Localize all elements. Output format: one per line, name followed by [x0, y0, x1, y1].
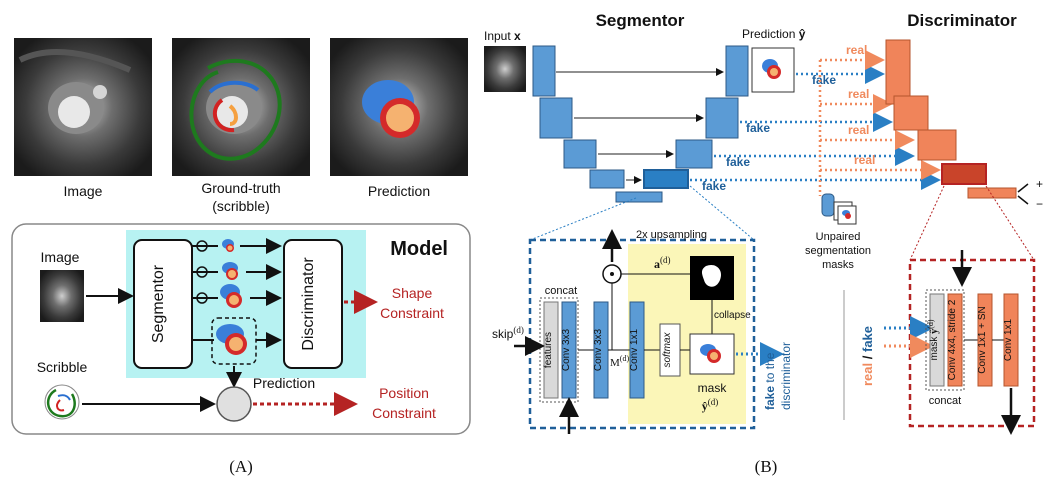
disc-conv-sn-label: Conv 1x1 + SN — [977, 306, 988, 374]
zoom-line-left — [529, 197, 637, 241]
unet-encoder — [532, 45, 663, 203]
fake-to-label: fake to the — [763, 352, 777, 410]
unpaired-label-1: Unpaired — [816, 231, 861, 243]
conv3-b-label: Conv 3x3 — [593, 328, 604, 371]
prediction-image — [330, 38, 468, 176]
minus-label: − — [1036, 197, 1043, 211]
softmax-label: softmax — [662, 331, 673, 367]
ground-truth-scribble-image — [172, 38, 310, 176]
disc-conv4-block — [947, 293, 963, 387]
discriminator-block — [283, 239, 343, 369]
image-caption: Image — [64, 183, 103, 199]
ground-truth-caption: Ground-truth — [201, 180, 280, 196]
fake-label-4: fake — [702, 179, 726, 193]
mask-label: mask — [698, 381, 728, 395]
segmentor-block — [133, 239, 193, 369]
m-label: M(d) — [610, 354, 629, 369]
real-label-2: real — [848, 87, 869, 101]
conv1-label: Conv 1x1 — [629, 328, 640, 371]
discriminator-label: Discriminator — [300, 257, 317, 351]
disc-conv1-block — [1003, 293, 1019, 387]
collapse-label: collapse — [714, 310, 751, 321]
disc-mask-label: mask ŷ(d) — [926, 319, 940, 360]
unpaired-label-2: segmentation — [805, 245, 871, 257]
shape-constraint-label-2: Constraint — [380, 305, 444, 321]
input-mri-thumbnail — [484, 46, 526, 92]
attention-label: a(d) — [654, 255, 671, 271]
segmentor-label: Segmentor — [150, 264, 167, 343]
shape-constraint-label-1: Shape — [392, 285, 433, 301]
discriminator-word: discriminator — [779, 342, 793, 410]
model-mri-thumbnail — [40, 270, 84, 322]
real-fake-label: real / fake — [860, 326, 875, 386]
discriminator-title: Discriminator — [907, 11, 1017, 30]
disc-zoom-line-right — [985, 185, 1035, 261]
disc-concat-label: concat — [929, 395, 961, 407]
real-label-4: real — [854, 153, 875, 167]
discriminator-blocks — [885, 39, 1017, 199]
multiscale-outputs — [192, 238, 282, 365]
skip-label: skip(d) — [492, 325, 524, 341]
plus-label: + — [1036, 177, 1043, 191]
scribble-icon — [44, 384, 80, 420]
prediction-caption: Prediction — [368, 183, 430, 199]
unet-decoder — [643, 45, 749, 189]
prediction-output-label: Prediction ŷ — [742, 27, 806, 41]
fake-label-1: fake — [812, 73, 836, 87]
scribble-label: Scribble — [37, 359, 88, 375]
scribble-caption: (scribble) — [212, 198, 270, 214]
position-constraint-label-2: Constraint — [372, 405, 436, 421]
model-prediction-label: Prediction — [253, 375, 315, 391]
segmentor-title: Segmentor — [596, 11, 685, 30]
disc-zoom-line-left — [909, 185, 945, 261]
real-label-1: real — [846, 43, 867, 57]
fake-arrows — [690, 64, 941, 190]
disc-conv1-label: Conv 1x1 — [1003, 318, 1014, 361]
concat-label: concat — [545, 285, 577, 297]
panel-a-label: (A) — [229, 457, 253, 476]
model-image-label: Image — [41, 249, 80, 265]
model-title: Model — [390, 238, 448, 260]
zoom-line-right — [689, 185, 755, 241]
unpaired-masks-icon — [821, 193, 857, 225]
disc-output-lines — [1017, 183, 1029, 205]
features-label: features — [543, 332, 554, 368]
disc-mask-block — [929, 293, 945, 387]
fake-label-2: fake — [746, 121, 770, 135]
mri-image — [14, 38, 152, 176]
real-label-3: real — [848, 123, 869, 137]
prediction-node — [216, 386, 252, 422]
fake-label-3: fake — [726, 155, 750, 169]
conv3-a-label: Conv 3x3 — [561, 328, 572, 371]
upsampling-label: 2x upsampling — [636, 229, 707, 241]
position-constraint-label-1: Position — [379, 385, 429, 401]
mask-var: ŷ(d) — [702, 397, 719, 413]
skip-connections — [556, 68, 724, 184]
disc-conv4-label: Conv 4x4, stride 2 — [947, 299, 958, 380]
input-label: Input x — [484, 29, 521, 43]
real-arrows — [818, 50, 941, 196]
unpaired-label-3: masks — [822, 259, 854, 271]
panel-b-label: (B) — [755, 457, 778, 476]
